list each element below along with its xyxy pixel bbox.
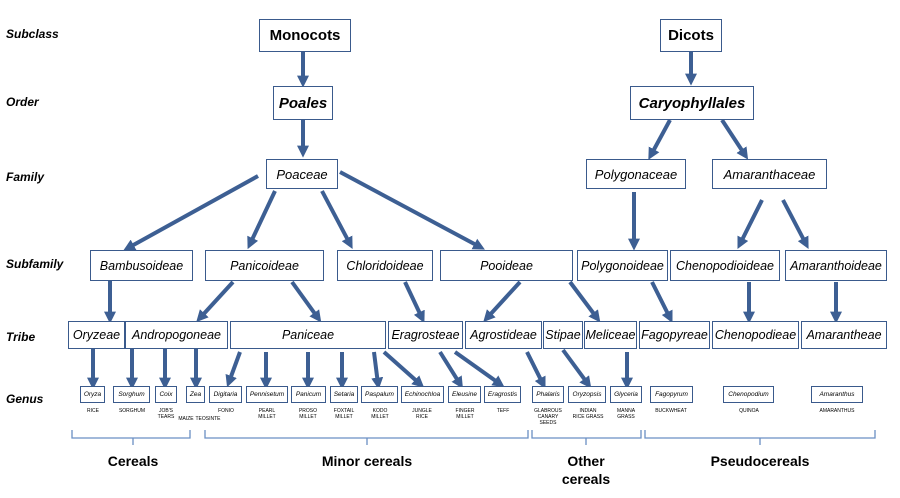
arrow-poaceae-chloridoideae — [320, 190, 353, 249]
common-proso-millet: PROSO MILLET — [298, 408, 318, 420]
box-pennisetum: Pennisetum — [246, 386, 288, 403]
common-manna-grass: MANNA GRASS — [616, 408, 636, 420]
box-chenopodium: Chenopodium — [723, 386, 774, 403]
bracket-cereals — [71, 430, 191, 445]
box-setaria: Setaria — [330, 386, 358, 403]
common-maize: MAIZE — [178, 416, 194, 422]
box-panicoideae: Panicoideae — [205, 250, 324, 281]
arrow-poaceae-bambusoideae — [123, 174, 259, 251]
group-other-cereals: Other cereals — [561, 453, 611, 487]
common-teff: TEFF — [496, 408, 510, 414]
common-rice: RICE — [87, 408, 99, 414]
arrow-eragrosteae-eleusine — [438, 350, 463, 389]
arrow-caryophyllales-polygonaceae — [648, 119, 672, 160]
common-fonio: FONIO — [218, 408, 234, 414]
box-agrostideae: Agrostideae — [465, 321, 542, 349]
box-panicum: Panicum — [291, 386, 326, 403]
box-zea: Zea — [186, 386, 205, 403]
level-label-tribe: Tribe — [6, 330, 36, 344]
box-coix: Coix — [155, 386, 177, 403]
arrow-pooideae-meliceae — [568, 280, 601, 323]
arrow-amaranthaceae-chenopodioideae — [737, 199, 764, 250]
common-sorghum: SORGHUM — [118, 408, 146, 414]
box-amaranthaceae: Amaranthaceae — [712, 159, 827, 189]
level-label-family: Family — [6, 170, 45, 184]
box-oryzopsis: Oryzopsis — [568, 386, 606, 403]
common-kodo-millet: KODO MILLET — [371, 408, 389, 420]
common-teosinte: TEOSINTE — [195, 416, 221, 422]
box-monocots: Monocots — [259, 19, 351, 52]
brackets — [71, 430, 876, 445]
common-jungle-rice: JUNGLE RICE — [412, 408, 432, 420]
box-sorghum: Sorghum — [113, 386, 150, 403]
arrow-poaceae-pooideae — [339, 170, 485, 250]
box-poaceae: Poaceae — [266, 159, 338, 189]
box-fagopyrum: Fagopyrum — [650, 386, 693, 403]
box-eragrosteae: Eragrosteae — [388, 321, 463, 349]
arrow-agrostideae-phalaris — [525, 351, 546, 390]
common-jobs-tears: JOB'S TEARS — [157, 408, 175, 420]
arrow-paniceae-echinochloa — [382, 350, 425, 388]
arrow-pooideae-agrostideae — [483, 280, 522, 323]
arrow-chloridoideae-eragrosteae — [403, 281, 425, 324]
box-andropogoneae: Andropogoneae — [125, 321, 228, 349]
level-label-subclass: Subclass — [6, 27, 59, 41]
box-chloridoideae: Chloridoideae — [337, 250, 433, 281]
group-pseudocereals: Pseudocereals — [710, 453, 810, 469]
box-oryzeae: Oryzeae — [68, 321, 125, 349]
arrow-panicoideae-paniceae — [290, 280, 322, 323]
common-foxtail-millet: FOXTAIL MILLET — [333, 408, 355, 420]
arrow-amaranthaceae-amaranthoideae — [781, 199, 809, 249]
arrow-paniceae-paspalum — [371, 351, 384, 390]
box-glyceria: Glyceria — [610, 386, 642, 403]
common-glabrous-canary-seeds: GLABROUS CANARY SEEDS — [534, 408, 562, 426]
level-label-order: Order — [6, 95, 39, 109]
box-chenopodieae: Chenopodieae — [712, 321, 799, 349]
box-dicots: Dicots — [660, 19, 722, 52]
level-label-genus: Genus — [6, 392, 44, 406]
arrow-panicoideae-andropogoneae — [196, 280, 235, 323]
box-pooideae: Pooideae — [440, 250, 573, 281]
box-stipae: Stipae — [543, 321, 583, 349]
bracket-minor-cereals — [204, 430, 529, 445]
box-echinochloa: Echinochloa — [401, 386, 444, 403]
common-pearl-millet: PEARL MILLET — [258, 408, 276, 420]
box-amaranthus: Amaranthus — [811, 386, 863, 403]
box-paspalum: Paspalum — [361, 386, 398, 403]
box-phalaris: Phalaris — [532, 386, 564, 403]
box-amaranthoideae: Amaranthoideae — [785, 250, 887, 281]
arrow-caryophyllales-amaranthaceae — [720, 118, 749, 160]
box-poales: Poales — [273, 86, 333, 120]
common-finger-millet: FINGER MILLET — [455, 408, 475, 420]
box-eleusine: Eleusine — [448, 386, 481, 403]
arrow-eragrosteae-eragrostis — [453, 350, 505, 388]
bracket-pseudocereals — [644, 430, 876, 445]
box-polygonaceae: Polygonaceae — [586, 159, 686, 189]
arrow-stipae-oryzopsis — [561, 348, 592, 389]
box-caryophyllales: Caryophyllales — [630, 86, 754, 120]
common-indian-rice-grass: INDIAN RICE GRASS — [572, 408, 604, 420]
arrows — [87, 52, 842, 390]
box-bambusoideae: Bambusoideae — [90, 250, 193, 281]
box-amarantheae: Amarantheae — [801, 321, 887, 349]
common-amaranthus: AMARANTHUS — [819, 408, 855, 414]
common-buckwheat: BUCKWHEAT — [655, 408, 687, 414]
box-meliceae: Meliceae — [584, 321, 637, 349]
box-oryza: Oryza — [80, 386, 105, 403]
box-eragrostis: Eragrostis — [484, 386, 521, 403]
box-chenopodioideae: Chenopodioideae — [670, 250, 780, 281]
bracket-other-cereals — [531, 430, 642, 445]
box-polygonoideae: Polygonoideae — [577, 250, 668, 281]
group-minor-cereals: Minor cereals — [321, 453, 413, 469]
arrow-polygonoideae-fagopyreae — [650, 281, 673, 324]
level-label-subfamily: Subfamily — [6, 257, 64, 271]
arrow-poaceae-panicoideae — [247, 190, 277, 250]
box-fagopyreae: Fagopyreae — [639, 321, 710, 349]
group-cereals: Cereals — [107, 453, 159, 469]
box-paniceae: Paniceae — [230, 321, 386, 349]
box-digitaria: Digitaria — [209, 386, 242, 403]
arrow-paniceae-digitaria — [225, 351, 242, 388]
common-quinoa: QUINOA — [739, 408, 759, 414]
